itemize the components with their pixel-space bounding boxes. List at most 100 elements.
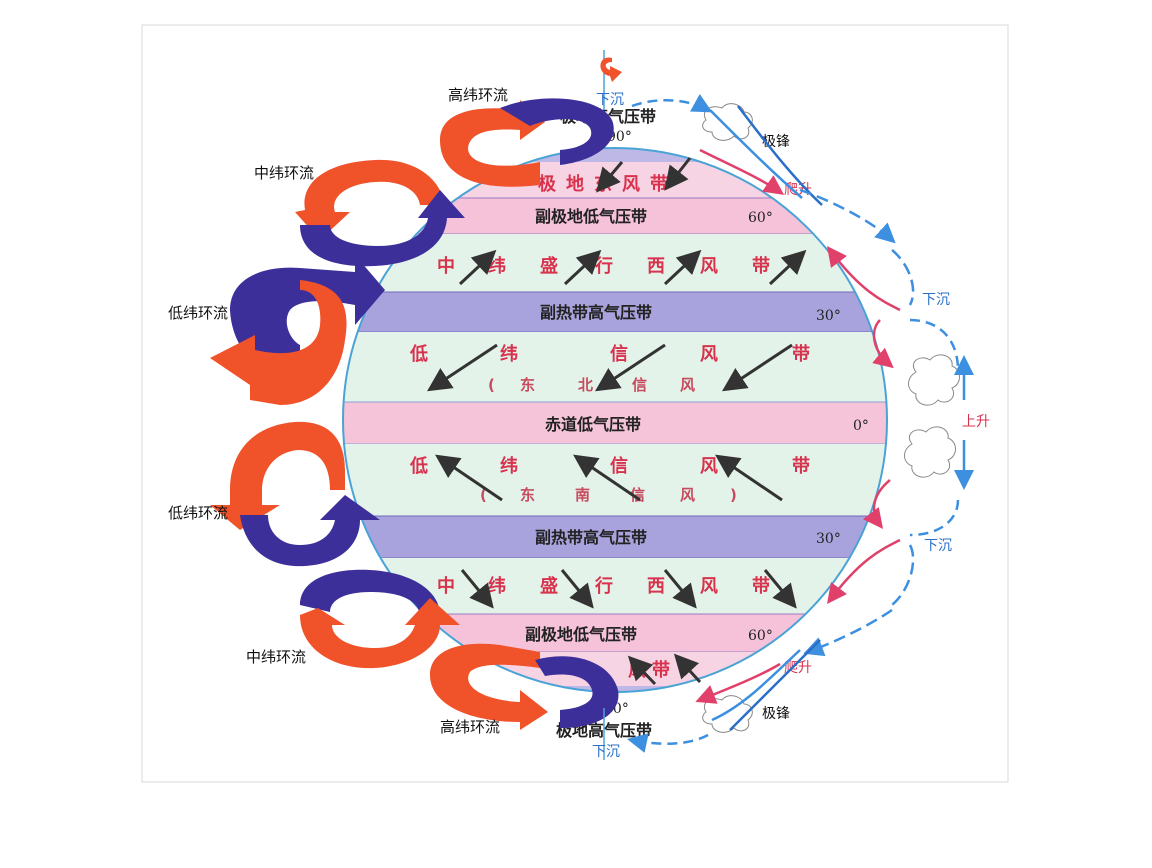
wind-arrow — [458, 249, 497, 286]
lat-0: 0° — [853, 418, 869, 434]
wind-sub-char: 东 — [520, 486, 535, 504]
label-cell-mid-n: 中纬环流 — [254, 164, 314, 182]
warm-arrow — [210, 280, 347, 405]
label-cell-low-s: 低纬环流 — [168, 504, 228, 522]
cell-mid-n — [295, 159, 465, 267]
wind-arrow — [664, 157, 692, 191]
flow-line — [826, 538, 901, 604]
cell-low-n — [210, 255, 385, 405]
label-sink-s30: 下沉 — [924, 538, 952, 554]
wind-arrow — [573, 454, 641, 502]
wind-arrow — [715, 454, 783, 502]
wind-char: 风 — [700, 344, 718, 365]
wind-arrow — [768, 249, 807, 286]
label-sink-bottom: 下沉 — [592, 744, 620, 760]
wind-arrow — [560, 569, 594, 609]
flow-line — [891, 544, 915, 606]
flow-line — [872, 319, 894, 369]
wind-char: 中 — [437, 575, 455, 597]
flow-line — [699, 148, 785, 195]
wind-char: 纬 — [488, 575, 506, 597]
cold-arrow — [230, 255, 385, 380]
flow-line — [627, 733, 709, 753]
wind-arrow — [596, 161, 624, 193]
wind-arrow — [721, 343, 793, 392]
wind-char: 风 — [700, 576, 718, 597]
cell-high-n — [440, 98, 614, 187]
label-cell-high-n: 高纬环流 — [448, 86, 508, 104]
wind-arrow — [663, 569, 697, 609]
label-subpolar-low-s: 副极地低气压带 — [525, 625, 637, 644]
wind-arrow — [627, 655, 657, 686]
wind-char: 低 — [409, 343, 428, 365]
lat-30-n: 30° — [816, 308, 841, 324]
wind-char: 盛 — [540, 575, 558, 597]
wind-char: 行 — [594, 255, 613, 277]
warm-arrow — [300, 598, 460, 669]
label-cell-mid-s: 中纬环流 — [246, 648, 306, 666]
warm-arrow — [430, 643, 548, 730]
flow-line — [909, 499, 960, 537]
label-subpolar-low-n: 副极地低气压带 — [535, 207, 647, 226]
label-equatorial-low: 赤道低气压带 — [545, 415, 641, 434]
cloud-eq-upper — [908, 354, 960, 406]
wind-char: 带 — [792, 456, 810, 477]
cloud-eq-lower — [904, 426, 956, 478]
wind-sub-char: ) — [730, 486, 737, 504]
cold-arrow — [240, 495, 380, 567]
wind-char: 纬 — [488, 255, 506, 277]
cell-mid-s — [300, 569, 460, 669]
lat-60-n: 60° — [748, 210, 773, 226]
wind-arrow — [673, 653, 702, 684]
wind-char: 行 — [594, 575, 613, 597]
flow-line — [803, 608, 893, 657]
wind-sub-char: 信 — [632, 376, 647, 394]
flow-line — [729, 639, 821, 731]
warm-arrow — [295, 159, 445, 240]
lat-60-s: 60° — [748, 628, 773, 644]
clouds — [702, 103, 960, 733]
wind-char: 带 — [752, 576, 770, 597]
cold-arrow — [500, 98, 614, 165]
cold-arrow — [535, 656, 619, 728]
wind-sub-char: 北 — [578, 376, 593, 394]
wind-sub-char: ( — [480, 486, 487, 504]
band-trades-n — [343, 332, 887, 402]
flow-line — [711, 649, 801, 722]
flow-line — [891, 249, 915, 306]
wind-char: 风 — [700, 256, 718, 277]
label-front-s: 极锋 — [762, 706, 790, 722]
wind-char: 盛 — [540, 255, 558, 277]
cell-high-s — [430, 643, 619, 730]
warm-arrow — [210, 421, 345, 530]
flow-line — [799, 188, 896, 244]
wind-arrows — [426, 157, 807, 686]
cold-arrow — [300, 569, 440, 615]
trades-s-label: 低 纬 信 风 带 ( 东 南 信 风 ) — [409, 455, 810, 504]
flow-line — [862, 479, 891, 529]
label-subtropical-high-s: 副热带高气压带 — [535, 528, 647, 547]
wind-sub-char: 南 — [575, 486, 590, 504]
wind-sub-char: 东 — [520, 376, 535, 394]
label-subtropical-high-n: 副热带高气压带 — [540, 303, 652, 322]
flow-line — [709, 109, 803, 199]
wind-sub-char: 信 — [630, 486, 645, 504]
wind-arrow — [594, 343, 666, 392]
wind-arrow — [563, 249, 602, 286]
earth-rotation-symbol — [600, 50, 622, 110]
flow-line — [631, 93, 713, 113]
wind-char: 纬 — [500, 455, 518, 477]
label-sink-top: 下沉 — [596, 92, 624, 108]
flow-line — [737, 105, 823, 206]
label-cell-high-s: 高纬环流 — [440, 718, 500, 736]
westerlies-s-label: 中 纬 盛 行 西 风 带 — [437, 575, 770, 597]
label-cell-low-n: 低纬环流 — [168, 304, 228, 322]
wind-char: 纬 — [500, 343, 518, 365]
label-climb-s: 爬升 — [784, 660, 812, 676]
wind-char: 信 — [610, 455, 628, 477]
band-subtropical-high-s — [343, 516, 887, 558]
wind-sub-char: 风 — [680, 486, 695, 504]
wind-char: 带 — [752, 256, 770, 277]
flow-line — [695, 662, 781, 704]
